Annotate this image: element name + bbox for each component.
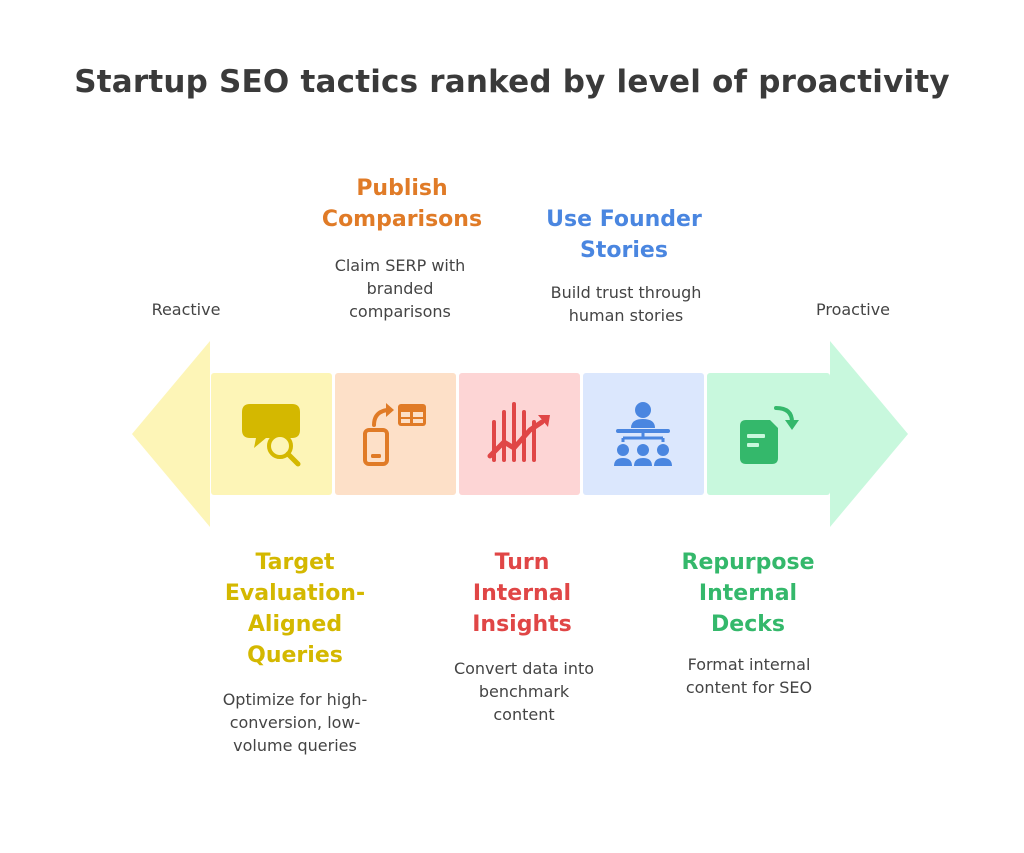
step-2-heading-line-2: Comparisons xyxy=(321,207,483,232)
trend-chart-icon xyxy=(487,402,550,462)
document-redo-icon xyxy=(740,406,799,464)
step-3-description: Convert data into benchmark content xyxy=(414,657,634,726)
step-5-heading-line-1: Repurpose xyxy=(681,550,815,575)
step-3-description-line-3: content xyxy=(493,705,555,724)
step-1-heading-line-2: Evaluation- xyxy=(224,581,366,606)
step-4-heading-line-2: Stories xyxy=(580,238,668,263)
phone-table-swap-icon xyxy=(363,403,426,466)
step-4-heading: Use Founder Stories xyxy=(514,204,734,266)
step-4-description: Build trust through human stories xyxy=(516,281,736,327)
step-4-heading-line-1: Use Founder xyxy=(546,207,702,232)
step-3-heading-line-2: Internal xyxy=(472,581,572,606)
right-arrowhead xyxy=(830,341,908,527)
diagram-title: Startup SEO tactics ranked by level of p… xyxy=(74,64,950,100)
step-3-heading-line-3: Insights xyxy=(472,612,572,637)
step-1-heading-line-4: Queries xyxy=(247,643,343,668)
step-3-description-line-2: benchmark xyxy=(478,682,570,701)
step-1-heading-line-1: Target xyxy=(255,550,335,575)
step-4-description-line-1: Build trust through xyxy=(550,283,702,302)
presenter-audience-icon xyxy=(614,402,672,466)
proactive-label: Proactive xyxy=(815,300,890,319)
step-4-description-line-2: human stories xyxy=(568,306,684,325)
chat-search-icon xyxy=(242,404,301,467)
step-1-heading: Target Evaluation- Aligned Queries xyxy=(185,547,405,671)
step-3-heading: Turn Internal Insights xyxy=(412,547,632,640)
step-1-description: Optimize for high- conversion, low- volu… xyxy=(185,688,405,757)
step-2-description: Claim SERP with branded comparisons xyxy=(290,254,510,323)
step-5-heading-line-2: Internal xyxy=(698,581,798,606)
step-5-heading: Repurpose Internal Decks xyxy=(638,547,858,640)
segment-red xyxy=(459,373,580,495)
step-2-description-line-2: branded xyxy=(366,279,434,298)
step-1-description-line-3: volume queries xyxy=(233,736,357,755)
step-2-heading-line-1: Publish xyxy=(356,176,448,201)
step-5-heading-line-3: Decks xyxy=(711,612,785,637)
step-1-description-line-1: Optimize for high- xyxy=(222,690,368,709)
step-5-description-line-1: Format internal xyxy=(687,655,811,674)
step-3-description-line-1: Convert data into xyxy=(453,659,595,678)
step-3-heading-line-1: Turn xyxy=(494,550,550,575)
step-5-description-line-2: content for SEO xyxy=(685,678,813,697)
left-arrowhead xyxy=(132,341,210,527)
step-1-heading-line-3: Aligned xyxy=(247,612,343,637)
step-1-description-line-2: conversion, low- xyxy=(229,713,361,732)
step-2-description-line-3: comparisons xyxy=(349,302,451,321)
step-2-description-line-1: Claim SERP with xyxy=(334,256,466,275)
step-5-description: Format internal content for SEO xyxy=(639,653,859,699)
reactive-label: Reactive xyxy=(151,300,221,319)
step-2-heading: Publish Comparisons xyxy=(292,173,512,235)
